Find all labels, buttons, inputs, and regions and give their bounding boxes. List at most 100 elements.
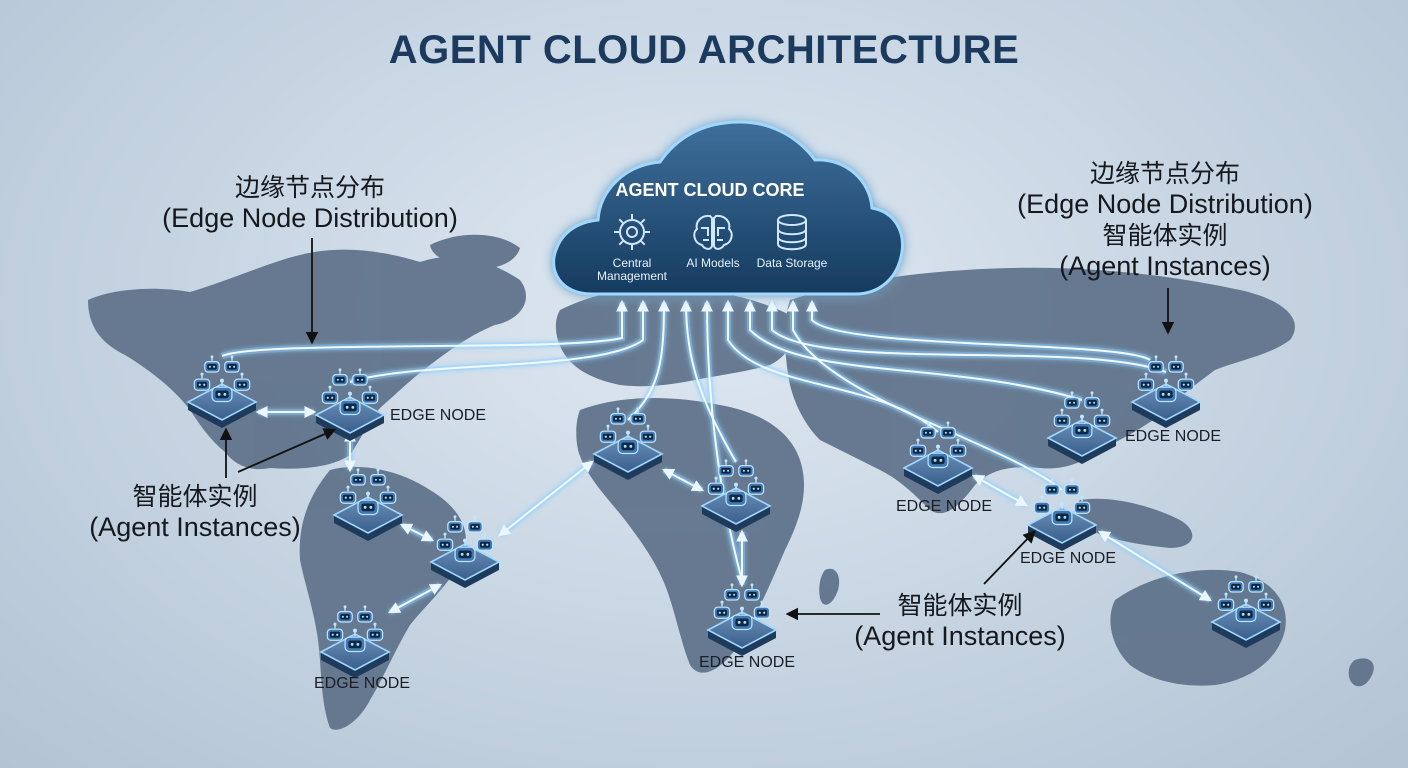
edge-node-cluster[interactable] (592, 407, 664, 480)
agent-robot-icon (639, 424, 657, 443)
agent-robot-icon (339, 485, 357, 504)
agent-robot-icon (366, 622, 384, 641)
gear-icon (614, 214, 650, 250)
central-management-label: Central Management (596, 256, 668, 283)
annotation-top-right-zh2: 智能体实例 (1102, 221, 1228, 250)
cloud-shape[interactable] (552, 120, 905, 296)
agent-robot-icon (724, 583, 740, 601)
annotation-left-zh: 智能体实例 (132, 482, 258, 511)
agent-robot-icon (361, 385, 379, 404)
edge-node-cluster[interactable] (332, 468, 404, 541)
edge-node-platform-side (188, 402, 256, 428)
agent-robot-icon (1228, 575, 1244, 593)
agent-robot-icon (467, 515, 483, 533)
agent-robot-icon (949, 438, 967, 457)
agent-robot-icon (337, 605, 353, 623)
edge-node-platform-side (1132, 402, 1200, 428)
edge-node-platform-side (904, 468, 972, 494)
edge-node-cluster[interactable] (1210, 575, 1282, 648)
connection-link (787, 299, 1063, 491)
edge-node-cluster[interactable] (1026, 478, 1098, 551)
agent-robot-icon (193, 372, 211, 391)
agent-robot-icon (753, 600, 771, 619)
agent-robot-icon (1071, 414, 1093, 439)
agent-robot-icon (920, 421, 936, 439)
agent-robot-icon (350, 468, 366, 486)
agent-robot-icon (1064, 478, 1080, 496)
connection-link (766, 299, 1167, 373)
annotation-top-left-zh: 边缘节点分布 (234, 173, 385, 202)
agent-robot-icon (718, 459, 734, 477)
annotation-top-right-en1: (Edge Node Distribution) (1017, 189, 1313, 219)
annotation-top-right-zh1: 边缘节点分布 (1089, 159, 1240, 188)
data-storage-label: Data Storage (756, 256, 828, 270)
agent-cloud-core[interactable] (552, 120, 905, 296)
agent-robot-icon (1073, 495, 1091, 514)
agent-robot-icon (927, 444, 949, 469)
ai-models-label: AI Models (686, 256, 740, 270)
diagram-title: AGENT CLOUD ARCHITECTURE (388, 28, 1020, 72)
connection-link (1097, 530, 1213, 602)
edge-node-cluster[interactable] (902, 421, 974, 494)
edge-node-label: EDGE NODE (390, 407, 487, 424)
edge-node-platform-side (702, 506, 770, 532)
agent-robot-icon (1235, 598, 1257, 623)
edge-node-cluster[interactable] (1130, 355, 1202, 428)
edge-node-cluster[interactable] (1046, 391, 1118, 464)
agent-robot-icon (321, 385, 339, 404)
edge-node-platform-side (316, 415, 384, 441)
connection-link (806, 299, 1151, 361)
edge-node-platform-side (1048, 438, 1116, 464)
agent-robot-icon (630, 407, 646, 425)
edge-node-label: EDGE NODE (314, 675, 411, 692)
agent-robot-icon (747, 476, 765, 495)
agent-robot-icon (357, 491, 379, 516)
agent-robot-icon (707, 476, 725, 495)
arrow-left-b (237, 428, 337, 473)
edge-node-platform-side (594, 454, 662, 480)
edge-node-cluster[interactable] (706, 583, 778, 656)
agent-robot-icon (731, 606, 753, 631)
agent-robot-icon (1148, 355, 1164, 373)
edge-node-cluster[interactable] (314, 368, 386, 441)
annotation-top-left: 边缘节点分布 (Edge Node Distribution) (140, 172, 480, 234)
agent-robot-icon (332, 368, 348, 386)
agent-robot-icon (1044, 478, 1060, 496)
edge-node-cluster[interactable] (429, 515, 501, 588)
connection-link (221, 299, 628, 357)
agent-robot-icon (233, 372, 251, 391)
edge-node-cluster[interactable] (700, 459, 772, 532)
agent-robot-icon (1217, 592, 1235, 611)
agent-robot-icon (610, 407, 626, 425)
database-icon (777, 214, 807, 251)
agent-robot-icon (211, 378, 233, 403)
agent-robot-icon (738, 459, 754, 477)
agent-robot-icon (204, 355, 220, 373)
edge-node-cluster[interactable] (319, 605, 391, 678)
annotation-bottom-center-zh: 智能体实例 (897, 591, 1023, 620)
edge-node-label: EDGE NODE (896, 498, 993, 515)
north-america-land (88, 249, 526, 470)
annotation-arrows (219, 238, 1175, 621)
annotation-top-left-en: (Edge Node Distribution) (162, 203, 458, 233)
agent-robot-icon (352, 368, 368, 386)
edge-node-cluster[interactable] (186, 355, 258, 428)
agent-robot-icon (1248, 575, 1264, 593)
agent-robot-icon (357, 605, 373, 623)
edge-node-platform-side (431, 562, 499, 588)
new-zealand-land (1348, 658, 1374, 687)
annotation-left: 智能体实例 (Agent Instances) (70, 481, 320, 543)
agent-robot-icon (379, 485, 397, 504)
cloud-core-title: AGENT CLOUD CORE (615, 180, 805, 200)
agent-robot-icon (1051, 501, 1073, 526)
agent-robot-icon (713, 600, 731, 619)
connection-link (701, 299, 743, 581)
annotation-bottom-center-en: (Agent Instances) (854, 621, 1066, 651)
connection-link (744, 299, 1083, 401)
connection-link (387, 583, 443, 614)
agent-robot-icon (1064, 391, 1080, 409)
agent-robot-icon (744, 583, 760, 601)
edge-node-label: EDGE NODE (1125, 428, 1222, 445)
agent-robot-icon (326, 622, 344, 641)
